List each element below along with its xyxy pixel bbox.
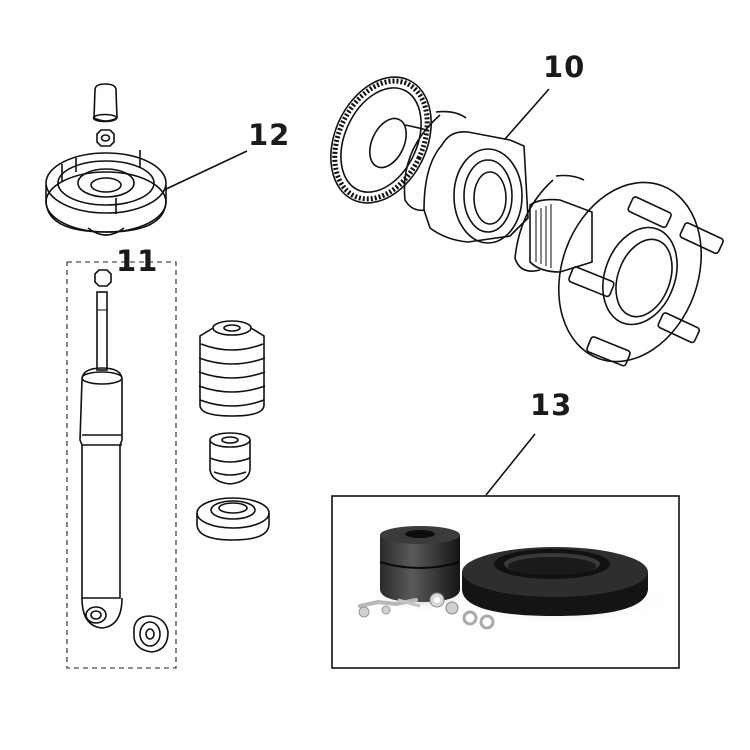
wheel-stud-5 bbox=[586, 336, 631, 367]
callout-13: 13 bbox=[530, 388, 572, 422]
wheel-stud-3 bbox=[568, 266, 615, 298]
shock-absorber-assembly bbox=[66, 261, 177, 669]
callout-11: 11 bbox=[116, 244, 158, 278]
strut-top-mount bbox=[45, 83, 248, 236]
spring-seat-ring-photo bbox=[462, 547, 648, 616]
spring-seat-kit-photo bbox=[331, 433, 680, 669]
callout-10: 10 bbox=[543, 50, 585, 84]
wheel-stud-1 bbox=[627, 196, 672, 229]
wheel-stud-2 bbox=[679, 222, 724, 255]
dust-boot-and-bump-stop bbox=[196, 320, 270, 541]
rubber-isolator-photo bbox=[379, 526, 461, 602]
hardware-bolts-photo bbox=[358, 592, 495, 630]
wheel-hub-bearing-assembly bbox=[330, 76, 724, 367]
callout-12: 12 bbox=[248, 118, 290, 152]
wheel-stud-4 bbox=[657, 312, 701, 344]
